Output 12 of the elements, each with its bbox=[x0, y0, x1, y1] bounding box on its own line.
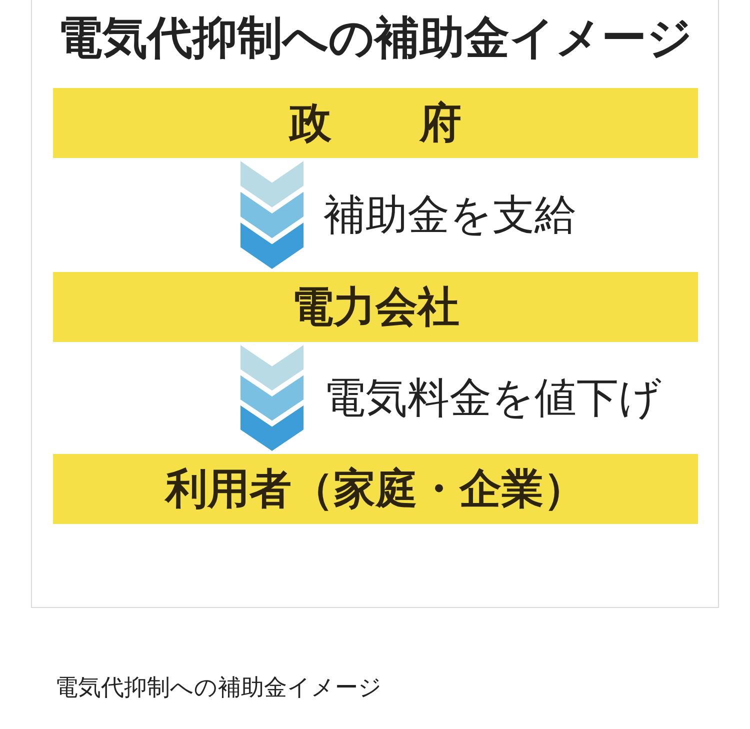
flow-band bbox=[53, 272, 698, 342]
flow-band bbox=[53, 454, 698, 524]
caption: 電気代抑制への補助金イメージ bbox=[55, 674, 382, 702]
diagram-title: 電気代抑制への補助金イメージ bbox=[58, 12, 692, 64]
band-label: 政 府 bbox=[288, 99, 484, 147]
chevron-arrow bbox=[240, 345, 304, 451]
chevron-arrow bbox=[240, 161, 304, 269]
band-label: 電力会社 bbox=[292, 283, 460, 331]
flow-band bbox=[53, 88, 698, 158]
band-label: 利用者（家庭・企業） bbox=[166, 465, 586, 513]
edge-label: 補助金を支給 bbox=[324, 191, 576, 239]
edge-label: 電気料金を値下げ bbox=[324, 374, 662, 422]
